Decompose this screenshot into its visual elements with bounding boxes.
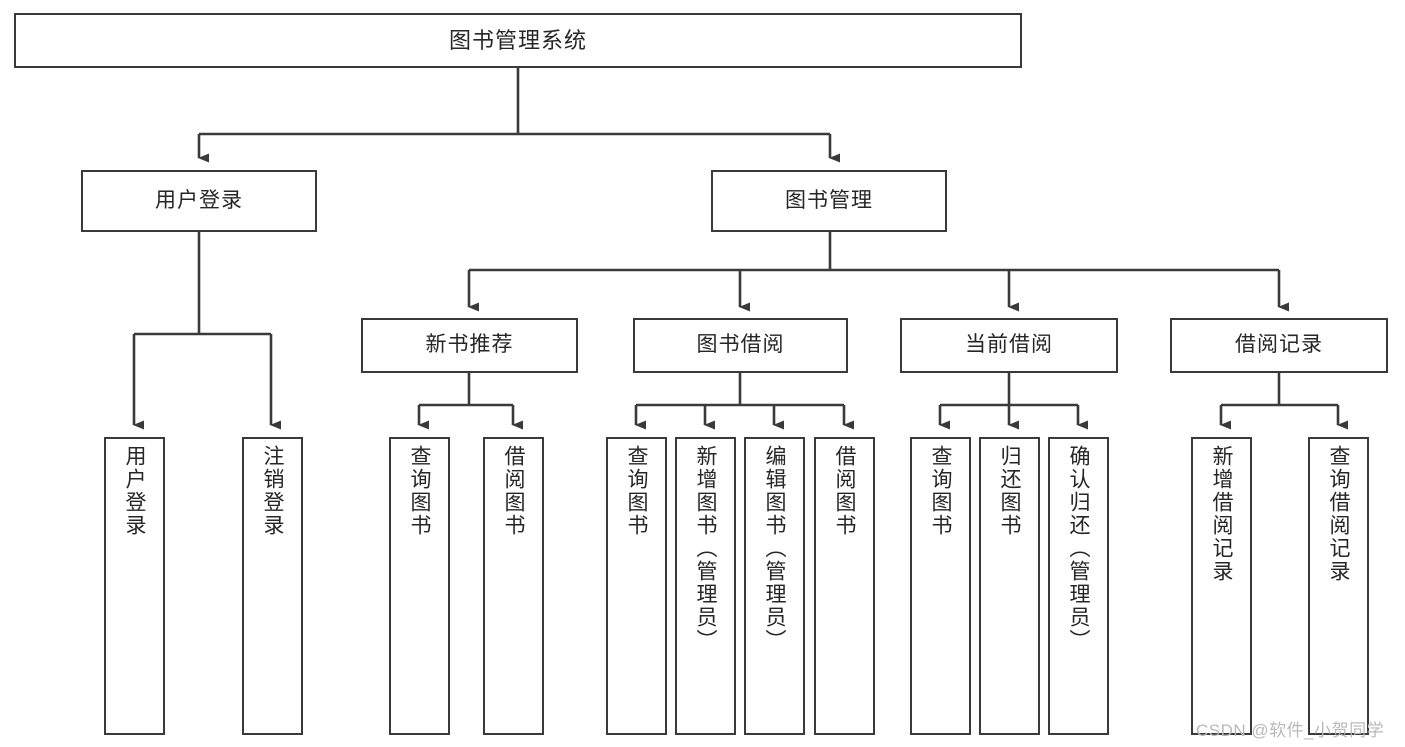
node-borrow-record-label: 借阅记录	[1235, 333, 1323, 357]
node-leaf-add-record-label: 新增借阅记录	[1210, 445, 1233, 583]
node-leaf-user-login[interactable]: 用户登录	[104, 437, 165, 735]
node-leaf-query-book-1[interactable]: 查询图书	[389, 437, 450, 735]
node-leaf-query-book-1-label: 查询图书	[408, 445, 431, 537]
node-book-borrow[interactable]: 图书借阅	[633, 318, 848, 373]
node-user-login[interactable]: 用户登录	[81, 170, 317, 232]
node-current-borrow[interactable]: 当前借阅	[900, 318, 1118, 373]
node-leaf-user-login-label: 用户登录	[123, 445, 146, 537]
node-leaf-logout-label: 注销登录	[261, 445, 284, 537]
node-root-system-label: 图书管理系统	[448, 27, 587, 53]
node-leaf-query-book-2-label: 查询图书	[625, 445, 648, 537]
node-new-book-recommend[interactable]: 新书推荐	[361, 318, 578, 373]
node-leaf-query-book-3-label: 查询图书	[929, 445, 952, 537]
node-current-borrow-label: 当前借阅	[965, 333, 1053, 357]
node-leaf-edit-book[interactable]: 编辑图书（管理员）	[744, 437, 805, 735]
node-leaf-query-book-2[interactable]: 查询图书	[606, 437, 667, 735]
node-leaf-borrow-book-2-label: 借阅图书	[833, 445, 856, 537]
node-borrow-record[interactable]: 借阅记录	[1170, 318, 1388, 373]
node-user-login-label: 用户登录	[155, 188, 243, 212]
node-leaf-borrow-book-1-label: 借阅图书	[502, 445, 525, 537]
node-leaf-query-book-3[interactable]: 查询图书	[910, 437, 971, 735]
node-leaf-edit-book-label: 编辑图书（管理员）	[763, 445, 786, 652]
watermark-credit: CSDN @软件_小贺同学	[1196, 721, 1385, 740]
node-leaf-confirm-return[interactable]: 确认归还（管理员）	[1048, 437, 1109, 735]
node-leaf-return-book-label: 归还图书	[998, 445, 1021, 537]
node-leaf-return-book[interactable]: 归还图书	[979, 437, 1040, 735]
node-leaf-query-record-label: 查询借阅记录	[1327, 445, 1350, 583]
node-leaf-borrow-book-1[interactable]: 借阅图书	[483, 437, 544, 735]
node-leaf-borrow-book-2[interactable]: 借阅图书	[814, 437, 875, 735]
node-new-book-recommend-label: 新书推荐	[425, 333, 514, 357]
node-leaf-add-book[interactable]: 新增图书（管理员）	[675, 437, 736, 735]
node-leaf-logout[interactable]: 注销登录	[242, 437, 303, 735]
node-book-manage[interactable]: 图书管理	[711, 170, 947, 232]
node-leaf-query-record[interactable]: 查询借阅记录	[1308, 437, 1369, 735]
node-book-manage-label: 图书管理	[785, 188, 873, 212]
node-leaf-add-record[interactable]: 新增借阅记录	[1191, 437, 1252, 735]
node-root-system[interactable]: 图书管理系统	[14, 13, 1022, 68]
node-leaf-confirm-return-label: 确认归还（管理员）	[1067, 445, 1090, 652]
node-leaf-add-book-label: 新增图书（管理员）	[694, 445, 717, 652]
node-book-borrow-label: 图书借阅	[696, 333, 785, 357]
